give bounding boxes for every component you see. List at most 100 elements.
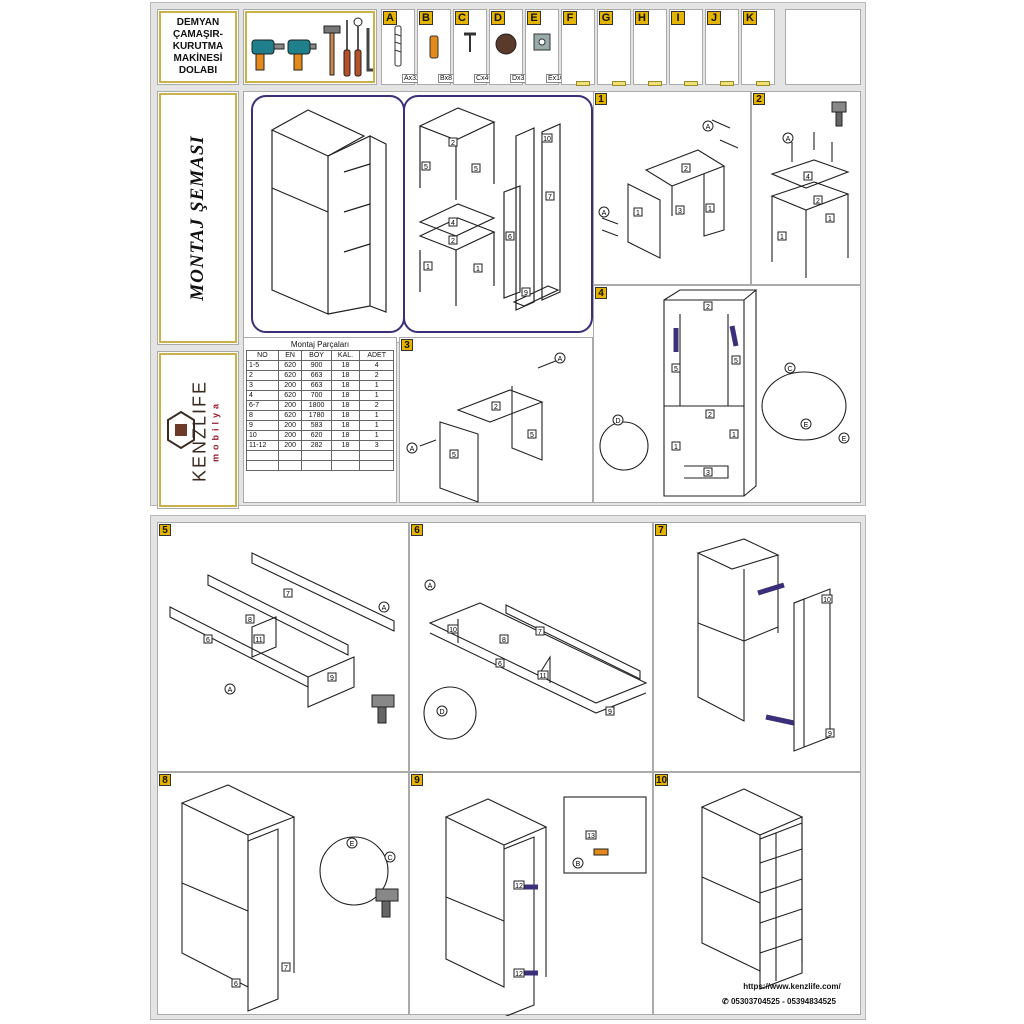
- table-cell: 282: [301, 440, 332, 451]
- svg-text:2: 2: [451, 140, 455, 147]
- hardware-box-j: J: [705, 9, 739, 86]
- table-cell: 620: [277, 360, 303, 371]
- svg-text:1: 1: [636, 210, 640, 217]
- brand-logo-box: KENZLIFE mobilya: [157, 351, 239, 509]
- svg-text:3: 3: [706, 470, 710, 477]
- step-number: 3: [401, 339, 413, 351]
- svg-text:1: 1: [674, 444, 678, 451]
- svg-text:A: A: [706, 124, 711, 131]
- hardware-letter: I: [671, 11, 685, 25]
- svg-text:A: A: [382, 605, 387, 612]
- arrow-icon: [765, 714, 795, 726]
- svg-text:E: E: [350, 841, 355, 848]
- svg-text:E: E: [804, 422, 809, 429]
- hardware-box-f: F: [561, 9, 595, 86]
- exploded-scheme: 2 5 5 4 2 1 1 10 7 6 9: [243, 91, 595, 343]
- svg-text:7: 7: [538, 629, 542, 636]
- screw-icon: [464, 32, 476, 52]
- hardware-letter: C: [455, 11, 469, 25]
- svg-text:10: 10: [449, 627, 457, 634]
- table-cell: 583: [301, 420, 332, 431]
- step-9: 9 13 12 12 B: [409, 772, 653, 1018]
- svg-text:6: 6: [498, 661, 502, 668]
- table-cell: 620: [277, 410, 303, 421]
- hardware-box-i: I: [669, 9, 703, 86]
- svg-text:5: 5: [674, 366, 678, 373]
- hammer-icon: [323, 25, 341, 76]
- title-line: ÇAMAŞIR-: [172, 29, 223, 40]
- step-7: 7 10 9: [653, 522, 861, 772]
- svg-text:D: D: [439, 709, 444, 716]
- step-6: 6 7 8 6 10 11 9 A D: [409, 522, 653, 772]
- svg-text:5: 5: [424, 164, 428, 171]
- svg-text:10: 10: [823, 597, 831, 604]
- hardware-letter: A: [383, 11, 397, 25]
- table-cell: 1: [359, 380, 394, 391]
- svg-text:9: 9: [828, 731, 832, 738]
- table-cell: 620: [277, 370, 303, 381]
- step-number: 6: [411, 524, 423, 536]
- table-cell: 18: [330, 420, 361, 431]
- svg-text:7: 7: [286, 591, 290, 598]
- svg-text:2: 2: [708, 412, 712, 419]
- svg-text:6: 6: [206, 637, 210, 644]
- table-cell: 1: [359, 390, 394, 401]
- table-cell: 3: [246, 380, 279, 391]
- svg-text:12: 12: [515, 883, 523, 890]
- step-8-drawing: 7 6 E C: [180, 784, 399, 1012]
- hardware-letter: H: [635, 11, 649, 25]
- table-header: NO: [246, 350, 279, 361]
- svg-text:C: C: [787, 366, 792, 373]
- tools-illustration: [251, 17, 374, 77]
- hardware-box-c: C Cx40: [453, 9, 495, 85]
- table-cell: 2: [359, 370, 394, 381]
- instruction-sheet-bottom: 5 7 8 6 11 9 A A: [150, 515, 866, 1020]
- hardware-box-e: E Ex10: [525, 9, 566, 85]
- hardware-box-h: H: [633, 9, 667, 86]
- parts-table-caption: Montaj Parçaları: [290, 340, 350, 349]
- wooden-dowel-icon: [429, 35, 439, 59]
- hardware-count: Bx8: [438, 74, 455, 83]
- svg-text:8: 8: [248, 617, 252, 624]
- table-cell: 11-12: [246, 440, 279, 451]
- table-cell: 200: [277, 430, 303, 441]
- table-cell: 620: [277, 390, 303, 401]
- hardware-box-empty: [785, 9, 861, 85]
- table-cell: 1780: [301, 410, 332, 421]
- drill-icon: [287, 39, 317, 71]
- brand-name: KENZLIFE: [189, 379, 210, 483]
- step-5-drawing: 7 8 6 11 9 A A: [169, 552, 395, 724]
- table-cell: 200: [277, 420, 303, 431]
- brand-wordmark: KENZLIFE mobilya: [190, 380, 221, 482]
- svg-text:7: 7: [284, 965, 288, 972]
- svg-text:A: A: [428, 583, 433, 590]
- exploded-scheme-drawing: 2 5 5 4 2 1 1 10 7 6 9: [251, 95, 593, 333]
- hardware-box-d: D Dx32: [489, 9, 531, 85]
- arrow-icon: [729, 325, 739, 347]
- hardware-letter: E: [527, 11, 541, 25]
- svg-text:1: 1: [426, 264, 430, 271]
- website-link[interactable]: https://www.kenzlife.com/: [743, 982, 841, 991]
- title-line: DEMYAN: [176, 17, 220, 28]
- step-3: 3 2 5 5 A A: [399, 337, 593, 503]
- svg-text:C: C: [387, 855, 392, 862]
- svg-text:9: 9: [330, 675, 334, 682]
- tools-panel: [243, 9, 377, 85]
- hardware-letter: D: [491, 11, 505, 25]
- parts-table-box: Montaj Parçaları NO EN BOY KAL. ADET 1-5…: [243, 337, 397, 503]
- assembly-scheme-title: MONTAJ ŞEMASI: [187, 135, 208, 301]
- table-cell: 18: [330, 440, 361, 451]
- parts-table: Montaj Parçaları NO EN BOY KAL. ADET 1-5…: [246, 340, 394, 471]
- svg-text:1: 1: [708, 206, 712, 213]
- step-8: 8 7 6 E C: [157, 772, 409, 1015]
- drill-icon: [375, 888, 399, 918]
- title-line: KURUTMA: [172, 41, 224, 52]
- svg-text:6: 6: [234, 981, 238, 988]
- hardware-letter: J: [707, 11, 721, 25]
- table-cell: 663: [301, 370, 332, 381]
- parts-table-header-row: NO EN BOY KAL. ADET: [246, 350, 394, 361]
- svg-text:6: 6: [508, 234, 512, 241]
